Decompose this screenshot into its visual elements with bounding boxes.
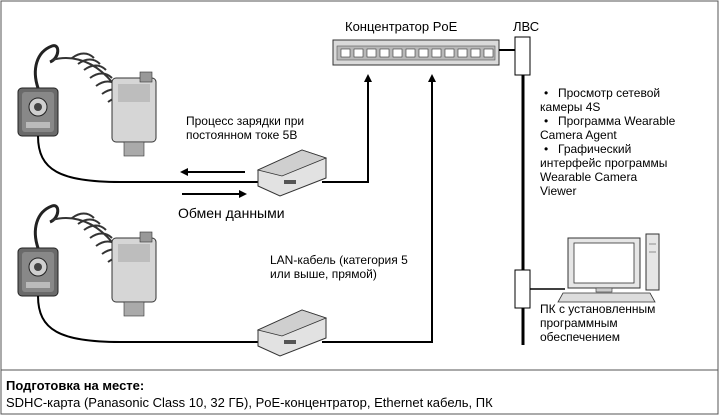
poe-hub-label: Концентратор PoE (345, 19, 458, 34)
wearable-camera-upper-icon (17, 44, 60, 137)
software-list-item-line: камеры 4S (540, 100, 601, 114)
charging-dock-upper-icon (256, 149, 328, 197)
pc-label: ПК с установленным программным обеспечен… (540, 302, 655, 344)
lan-connector-top-icon (514, 36, 531, 76)
lan-cable-label-line-1: LAN-кабель (категория 5 (270, 253, 408, 267)
charging-label: Процесс зарядки при постоянном токе 5В (186, 114, 304, 142)
pc-icon (557, 233, 660, 303)
software-list-item-line: Просмотр сетевой (558, 86, 661, 100)
software-list-item-line: Viewer (540, 184, 577, 198)
lan-connector-bottom-icon (514, 269, 531, 309)
charging-label-line-2: постоянном токе 5В (186, 128, 298, 142)
software-list-item-line: Графический (558, 142, 632, 156)
recorder-lower-icon (111, 231, 157, 317)
software-list-item-line: Программа Wearable (558, 114, 676, 128)
bullet-icon: • (544, 142, 549, 156)
software-list-item: • Графический (544, 142, 675, 156)
upper-dock-to-hub-cable (322, 74, 372, 183)
software-list: • Просмотр сетевой камеры 4S • Программа… (540, 86, 675, 198)
lan-label: ЛВС (513, 19, 540, 34)
bullet-icon: • (544, 114, 549, 128)
software-list-item: • Просмотр сетевой (544, 86, 675, 100)
data-exchange-label: Обмен данными (178, 205, 285, 221)
wearable-camera-lower-icon (17, 204, 60, 297)
poe-hub-icon (332, 39, 500, 66)
bullet-icon: • (544, 86, 549, 100)
footer-title: Подготовка на месте: (6, 378, 145, 393)
lan-cable-label-line-2: или выше, прямой) (270, 267, 377, 281)
pc-label-line-1: ПК с установленным (540, 302, 656, 316)
charging-label-line-1: Процесс зарядки при (186, 114, 305, 128)
software-list-item-line: Camera Agent (540, 128, 617, 142)
pc-label-line-2: программным (540, 316, 618, 330)
lower-dock-to-hub-cable (322, 74, 436, 343)
pc-label-line-3: обеспечением (540, 330, 621, 344)
recorder-upper-icon (111, 71, 157, 157)
footer-text: SDHC-карта (Panasonic Class 10, 32 ГБ), … (6, 395, 493, 410)
software-list-item: • Программа Wearable (544, 114, 675, 128)
lan-cable-label: LAN-кабель (категория 5 или выше, прямой… (270, 253, 408, 281)
software-list-item-line: Wearable Camera (540, 170, 638, 184)
charging-dock-lower-icon (256, 309, 328, 357)
software-list-item-line: интерфейс программы (540, 156, 668, 170)
